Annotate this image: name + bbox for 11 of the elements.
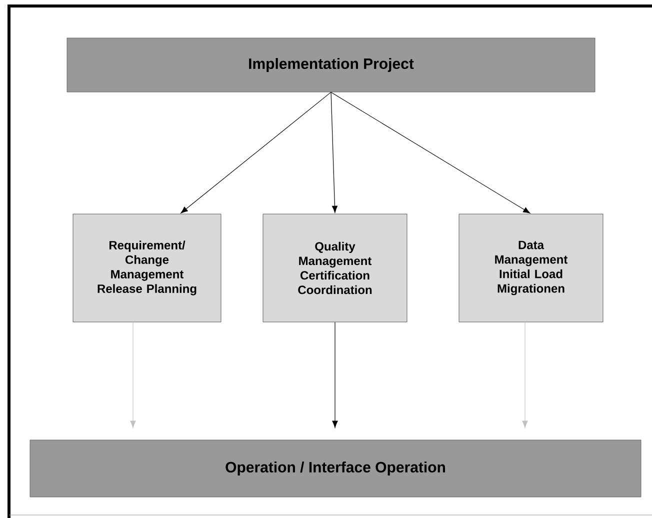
process-box: Data Management Initial Load Migrationen <box>458 214 604 322</box>
arrow <box>330 92 338 213</box>
heading-bar: Operation / Interface Operation <box>30 440 642 498</box>
arrow <box>130 322 136 428</box>
arrow <box>330 92 530 214</box>
process-box: Quality Management Certification Coordination <box>262 214 408 322</box>
process-box: Requirement/ Change Management Release Planning <box>72 214 222 322</box>
arrow <box>522 322 528 428</box>
arrow <box>332 322 338 428</box>
arrow <box>180 92 332 214</box>
heading-bar: Implementation Project <box>66 38 596 92</box>
